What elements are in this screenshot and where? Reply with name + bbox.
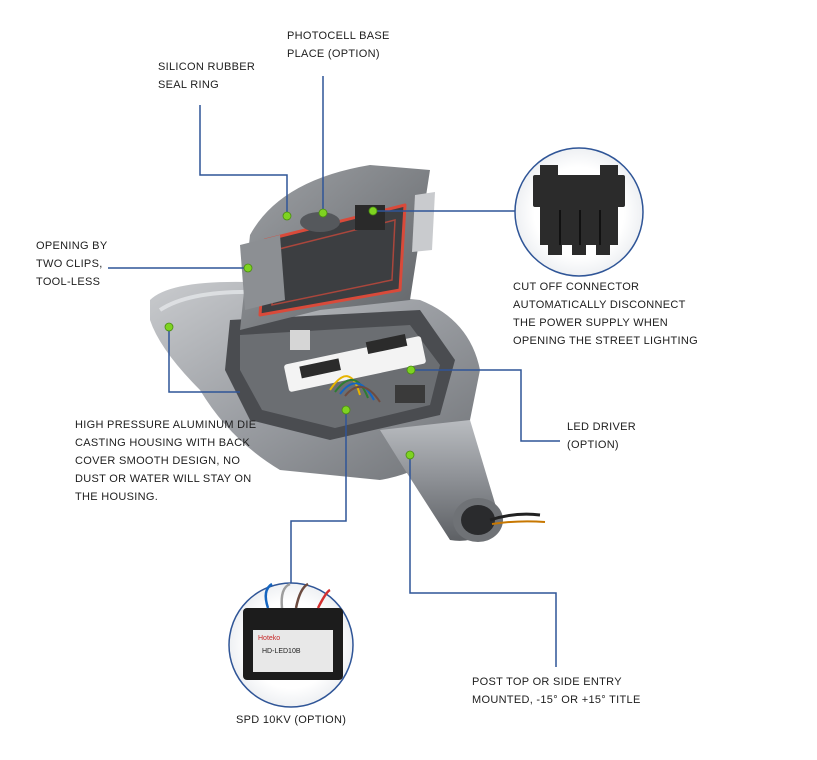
spd-detail: Hoteko HD-LED10B: [228, 582, 354, 708]
leader-housing: [168, 327, 240, 393]
label-photocell: PHOTOCELL BASE PLACE (OPTION): [287, 30, 390, 60]
leader-post: [409, 455, 557, 667]
label-housing: HIGH PRESSURE ALUMINUM DIE CASTING HOUSI…: [75, 419, 257, 503]
callout-dots: [164, 206, 416, 460]
leader-lines: [108, 76, 560, 667]
label-led-driver: LED DRIVER (OPTION): [567, 421, 637, 451]
led-driver-box: [284, 336, 426, 392]
post-pipe: [380, 420, 546, 542]
label-clips: OPENING BY TWO CLIPS, TOOL-LESS: [36, 240, 108, 288]
spd-model-text: HD-LED10B: [262, 648, 301, 655]
label-spd: SPD 10KV (OPTION): [236, 714, 347, 726]
spd-brand-text: Hoteko: [258, 635, 280, 642]
leader-spd: [290, 410, 347, 587]
label-cutoff-connector: CUT OFF CONNECTOR AUTOMATICALLY DISCONNE…: [513, 281, 698, 347]
label-seal-ring: SILICON RUBBER SEAL RING: [158, 61, 256, 91]
label-post-entry: POST TOP OR SIDE ENTRY MOUNTED, -15° OR …: [472, 676, 641, 706]
driver-compartment: [225, 310, 455, 440]
leader-driver: [411, 369, 560, 442]
leader-seal: [199, 105, 288, 216]
cutoff-connector-detail: [514, 147, 644, 277]
